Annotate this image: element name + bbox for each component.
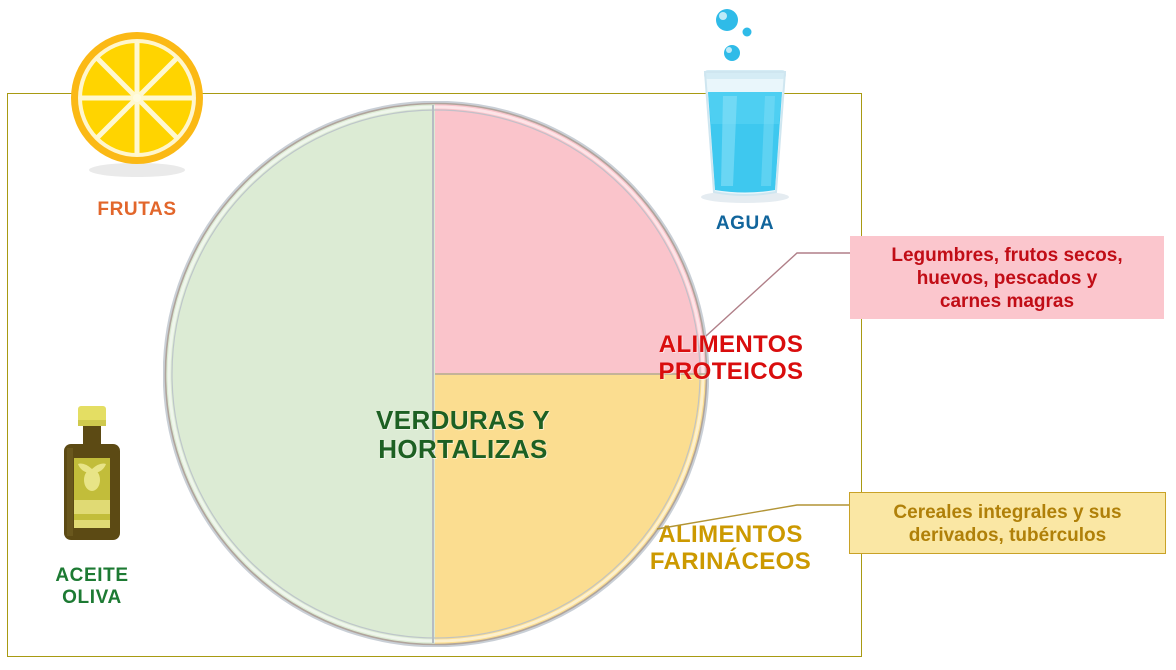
- icon-group-frutas: FRUTAS: [62, 18, 212, 221]
- callout-farinaceos: Cereales integrales y sus derivados, tub…: [849, 492, 1166, 554]
- plate-graphic: VERDURAS Y HORTALIZAS ALIMENTOS PROTEICO…: [163, 101, 811, 647]
- plate-label-proteicos: ALIMENTOS PROTEICOS: [658, 331, 804, 385]
- olive-oil-bottle-icon: [64, 406, 120, 540]
- plate-label-verduras: VERDURAS Y HORTALIZAS: [375, 405, 550, 465]
- icon-caption-agua: AGUA: [715, 213, 775, 234]
- plate-label-farinaceos: ALIMENTOS FARINÁCEOS: [649, 521, 812, 575]
- water-glass-icon: [701, 9, 789, 203]
- icon-group-aceite: ACEITE OLIVA: [22, 400, 162, 609]
- icon-caption-aceite: ACEITE OLIVA: [55, 565, 129, 608]
- icon-caption-frutas: FRUTAS: [97, 199, 177, 220]
- diagram-frame: [7, 93, 862, 657]
- icon-group-agua: AGUA: [679, 4, 811, 235]
- callout-proteicos: Legumbres, frutos secos, huevos, pescado…: [850, 236, 1164, 319]
- orange-slice-icon: [71, 32, 203, 177]
